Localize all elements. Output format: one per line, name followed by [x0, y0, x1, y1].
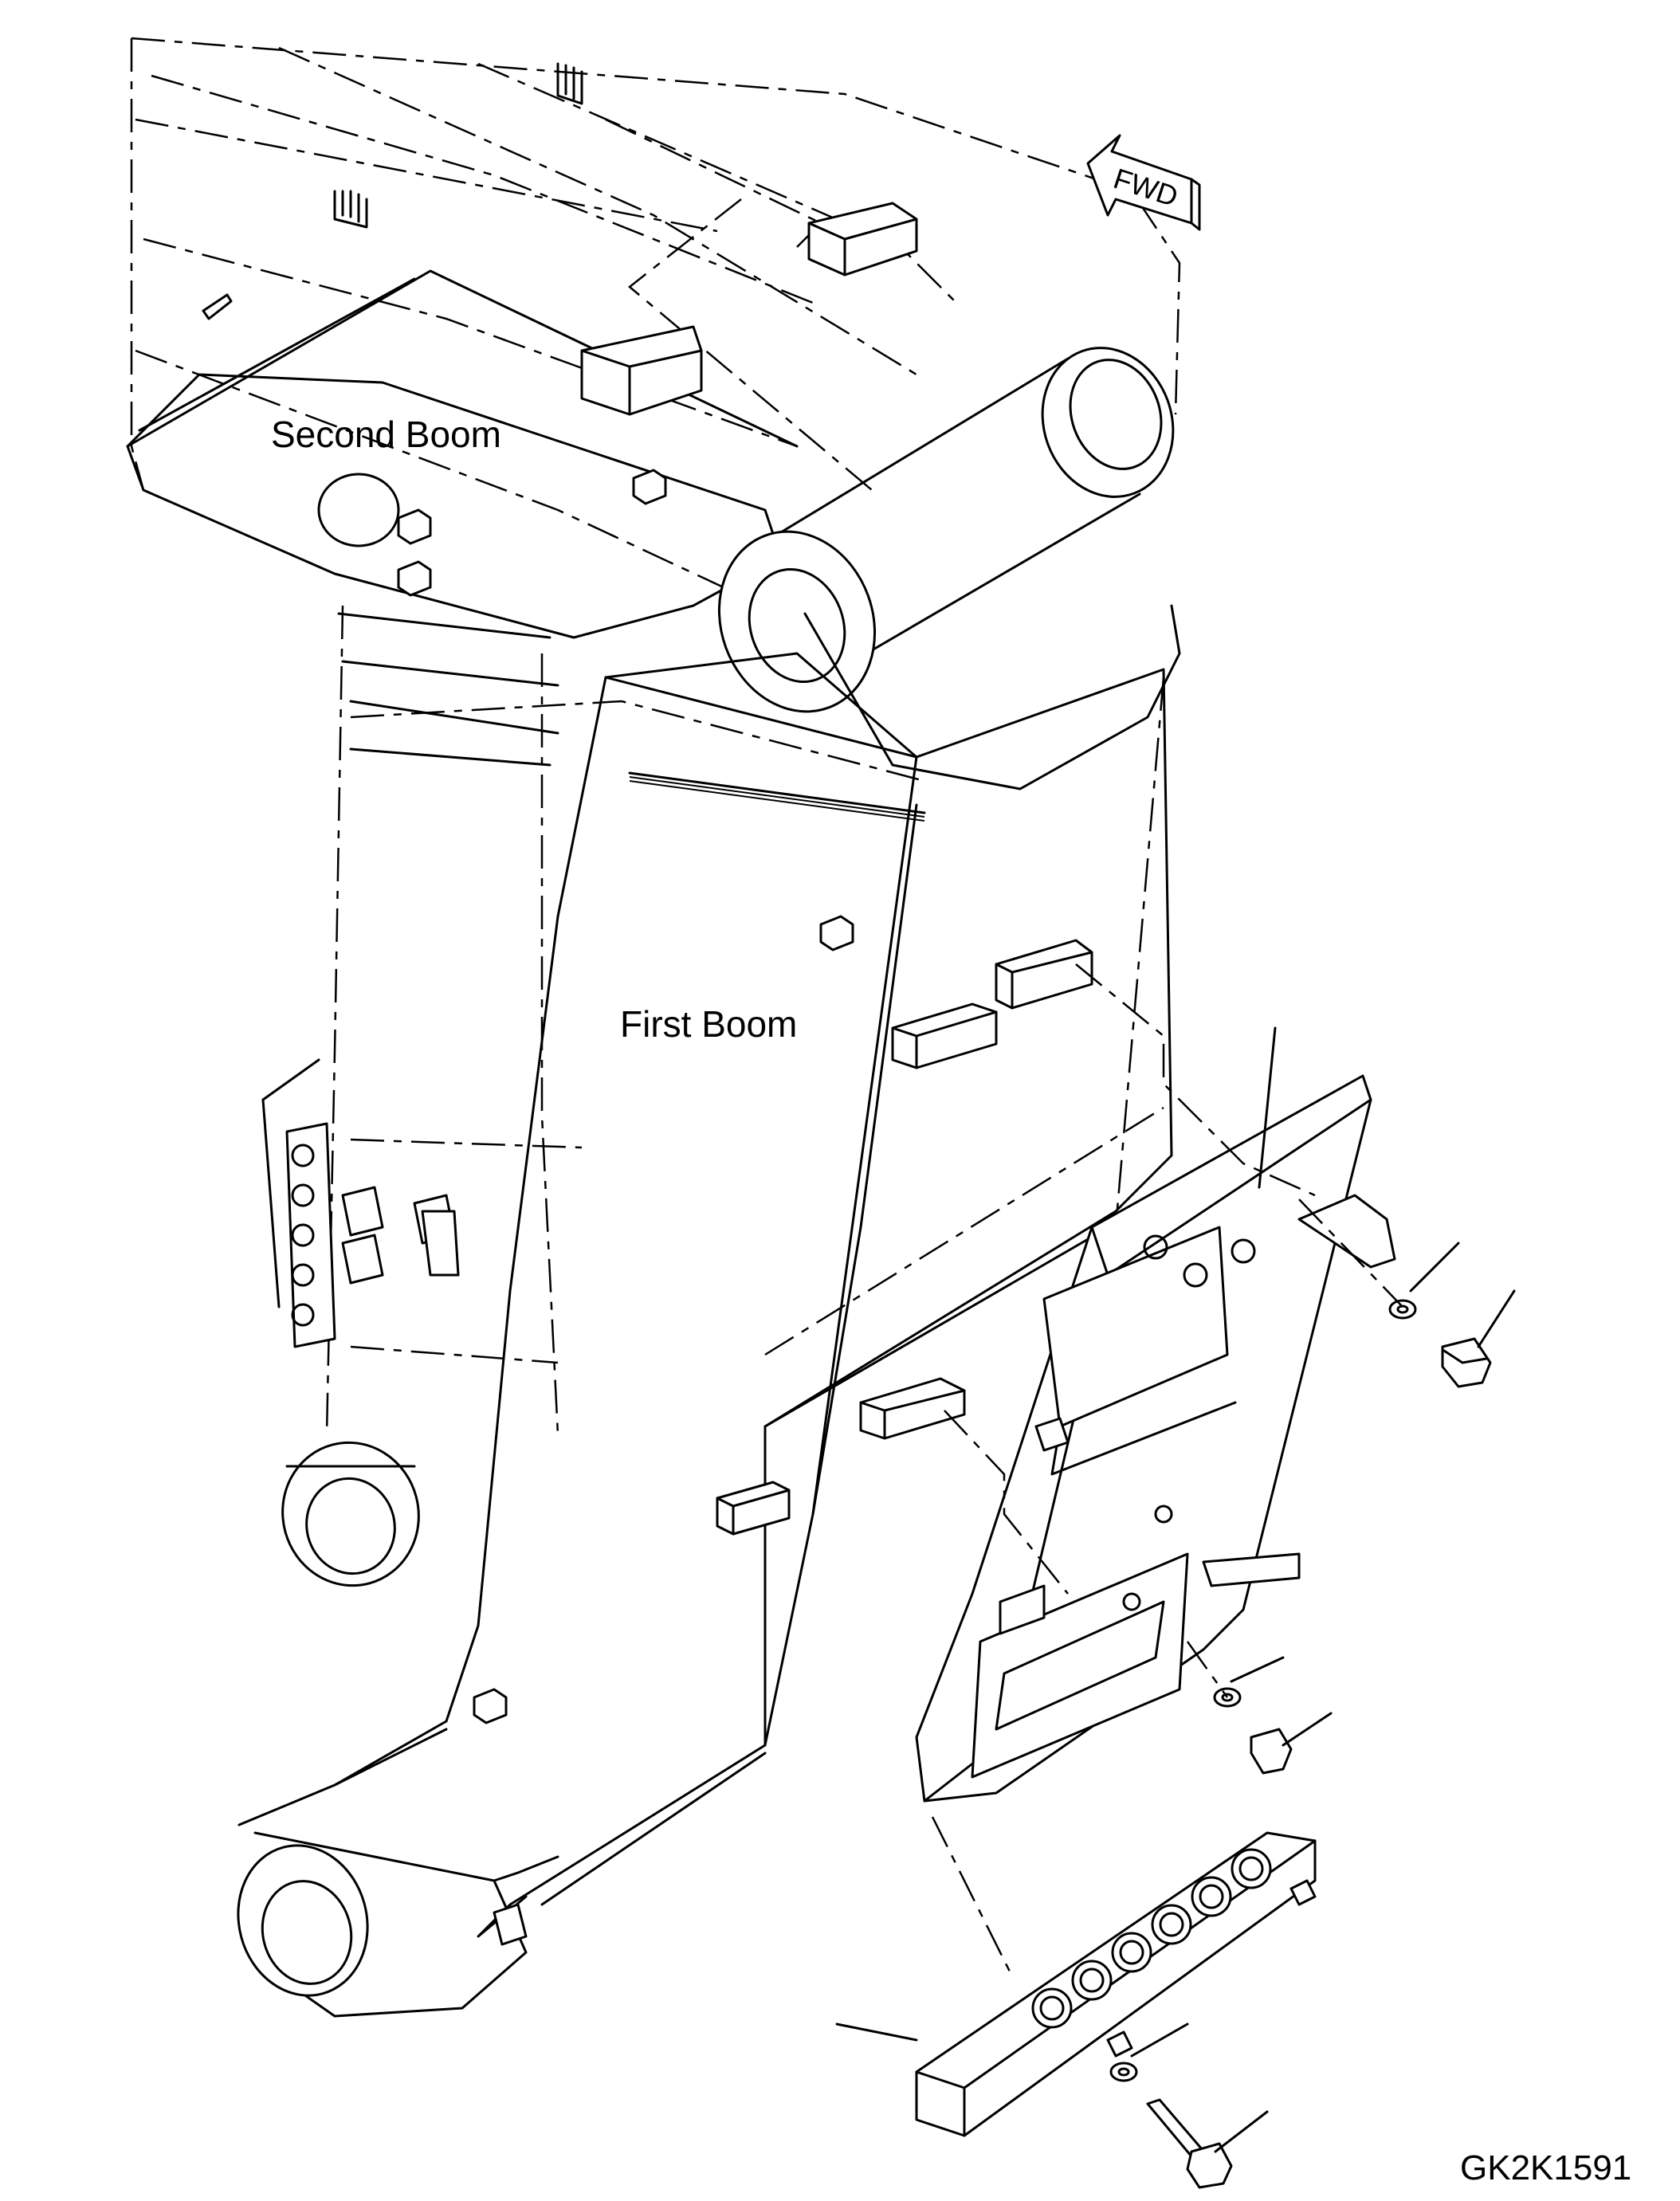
boom-pivot — [717, 347, 1181, 791]
second-boom-outline — [130, 37, 1181, 623]
clip-bracket — [202, 62, 583, 320]
boom-foot — [237, 1441, 559, 2018]
second-boom-label: Second Boom — [271, 414, 501, 455]
valve-block — [285, 1122, 460, 1348]
drawing-code: GK2K1591 — [1460, 2148, 1632, 2187]
washer-bolt-set — [1109, 1299, 1492, 2189]
fwd-arrow-icon: FWD — [1086, 134, 1201, 231]
mounting-block — [807, 202, 918, 277]
boom-cylinder — [261, 605, 583, 1435]
first-boom-label: First Boom — [620, 1003, 798, 1045]
nut-cube — [397, 469, 854, 1724]
side-plate — [915, 1074, 1396, 1803]
hole-bar — [915, 1831, 1317, 2137]
leader-lines — [835, 963, 1516, 2153]
mounting-block — [580, 325, 703, 416]
wear-pad — [716, 939, 1093, 1536]
